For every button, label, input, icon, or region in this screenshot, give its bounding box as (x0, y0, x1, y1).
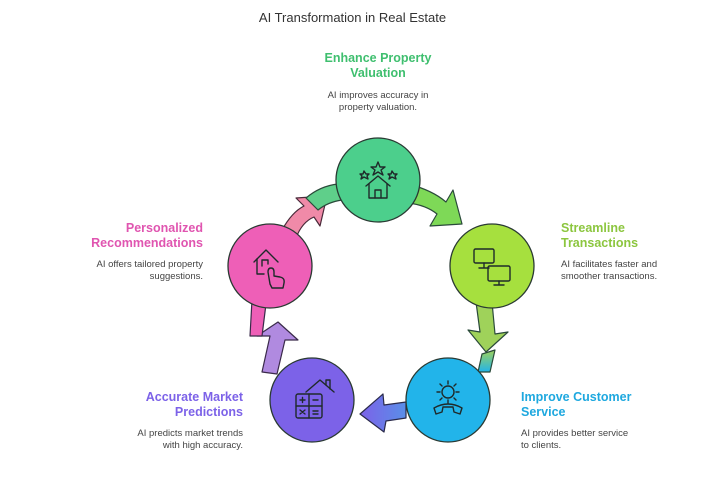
monitors-icon (473, 248, 511, 286)
step-desc-valuation-line1: AI improves accuracy in (327, 90, 429, 101)
step-desc-recommendations: AI offers tailored property suggestions. (53, 259, 204, 283)
arrow-valuation-to-transactions (407, 183, 463, 227)
step-desc-transactions-line2: smoother transactions. (561, 271, 658, 282)
arrow-predictions-to-recommendations (249, 299, 299, 375)
step-desc-valuation-line2: property valuation. (338, 102, 418, 113)
step-title-recommendations: Personalized Recommendations (53, 221, 203, 251)
step-title-valuation-line2: Valuation (350, 66, 406, 80)
step-title-service-line2: Service (521, 405, 566, 419)
step-title-valuation: Enhance Property Valuation (296, 51, 460, 81)
house-hand-icon (253, 249, 285, 289)
arrow-transactions-to-service (467, 301, 509, 373)
step-title-transactions: Streamline Transactions (561, 221, 691, 251)
step-title-predictions-line1: Accurate Market (145, 390, 243, 404)
step-desc-predictions: AI predicts market trends with high accu… (93, 428, 243, 452)
step-desc-recommendations-line1: AI offers tailored property (96, 259, 204, 270)
step-title-service: Improve Customer Service (521, 390, 681, 420)
house-stars-icon (359, 161, 398, 199)
step-title-transactions-line2: Transactions (561, 236, 639, 250)
circle-predictions (269, 357, 355, 443)
step-desc-service-line2: to clients. (521, 440, 562, 451)
step-desc-recommendations-line2: suggestions. (149, 271, 203, 282)
step-title-transactions-line1: Streamline (561, 221, 625, 235)
step-desc-predictions-line2: with high accuracy. (162, 440, 243, 451)
step-desc-predictions-line1: AI predicts market trends (137, 428, 243, 439)
step-title-valuation-line1: Enhance Property (324, 51, 432, 65)
step-title-service-line1: Improve Customer (521, 390, 632, 404)
step-desc-service-line1: AI provides better service (521, 428, 629, 439)
step-title-recommendations-line2: Recommendations (91, 236, 203, 250)
step-title-predictions-line2: Predictions (174, 405, 243, 419)
arrow-service-to-predictions (359, 393, 407, 433)
step-desc-service: AI provides better service to clients. (521, 428, 681, 452)
phone-gear-icon (433, 380, 463, 415)
step-title-predictions: Accurate Market Predictions (93, 390, 243, 420)
step-desc-valuation: AI improves accuracy in property valuati… (296, 90, 460, 114)
calculator-house-icon (295, 379, 335, 419)
step-desc-transactions: AI facilitates faster and smoother trans… (561, 259, 696, 283)
step-title-recommendations-line1: Personalized (125, 221, 203, 235)
diagram-title: AI Transformation in Real Estate (258, 10, 447, 25)
circle-recommendations (227, 223, 313, 309)
circle-valuation (335, 137, 421, 223)
step-desc-transactions-line1: AI facilitates faster and (561, 259, 658, 270)
